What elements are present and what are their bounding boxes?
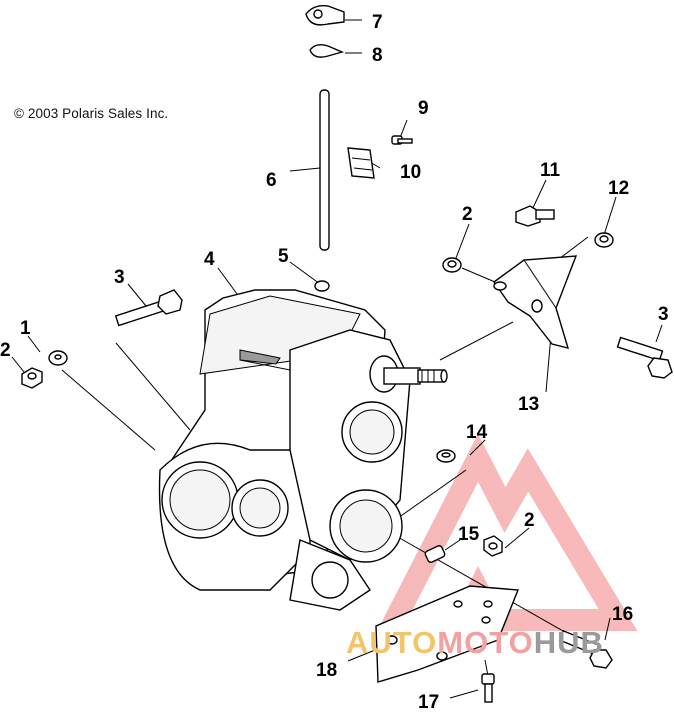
output-shaft-part — [369, 355, 448, 393]
callout-8: 8 — [372, 45, 383, 66]
watermark-text-moto: MOTO — [437, 625, 534, 660]
callout-2-lower: 2 — [524, 510, 535, 531]
spacer-part — [424, 545, 446, 563]
upper-bracket-part — [493, 255, 578, 349]
long-bolt-part-right — [616, 336, 673, 379]
callout-6: 6 — [266, 170, 277, 191]
transmission-housing-part — [158, 289, 411, 611]
clip-part — [309, 43, 345, 58]
callout-2-left: 2 — [0, 340, 11, 361]
callout-18: 18 — [316, 660, 337, 681]
bracket-long-bolt-part — [558, 629, 613, 669]
washer-bolt-part — [436, 449, 456, 463]
callout-1: 1 — [20, 318, 31, 339]
nut-part-upper — [442, 257, 462, 273]
decal-part — [347, 147, 375, 179]
callout-4: 4 — [204, 249, 215, 270]
callout-2-upper: 2 — [462, 204, 473, 225]
callout-11: 11 — [540, 160, 561, 181]
callout-17: 17 — [418, 692, 439, 710]
callout-12: 12 — [608, 178, 629, 199]
callout-3-right: 3 — [658, 304, 669, 325]
long-bolt-part-left — [114, 289, 183, 327]
washer-part — [48, 350, 68, 366]
callout-3-left: 3 — [114, 267, 125, 288]
nut-part-left — [21, 367, 43, 389]
callout-10: 10 — [400, 162, 421, 183]
callout-9: 9 — [418, 98, 429, 119]
callout-7: 7 — [372, 12, 383, 33]
lower-bracket-part — [375, 585, 520, 683]
watermark-text-auto: AUTO — [346, 625, 438, 660]
small-bolt-part — [391, 135, 413, 145]
clamp-part — [305, 4, 345, 26]
vertical-bolt-part — [481, 673, 495, 703]
callout-14: 14 — [466, 422, 488, 443]
watermark-text-hub: HUB — [533, 625, 604, 660]
callout-labels: 7 8 9 10 6 11 12 2 4 5 3 3 1 2 13 14 15 … — [0, 12, 669, 713]
callout-5: 5 — [278, 246, 289, 267]
bracket-bolt-part — [515, 205, 555, 227]
copyright-notice: © 2003 Polaris Sales Inc. — [14, 106, 169, 121]
flange-nut-part — [594, 232, 614, 248]
callout-16: 16 — [612, 604, 633, 625]
nut-part-lower — [483, 535, 503, 557]
plug-part — [314, 280, 330, 292]
shift-rod-part — [319, 89, 330, 251]
watermark-text: AUTOMOTOHUB — [346, 625, 604, 661]
callout-15: 15 — [458, 524, 480, 545]
callout-13: 13 — [518, 394, 539, 415]
